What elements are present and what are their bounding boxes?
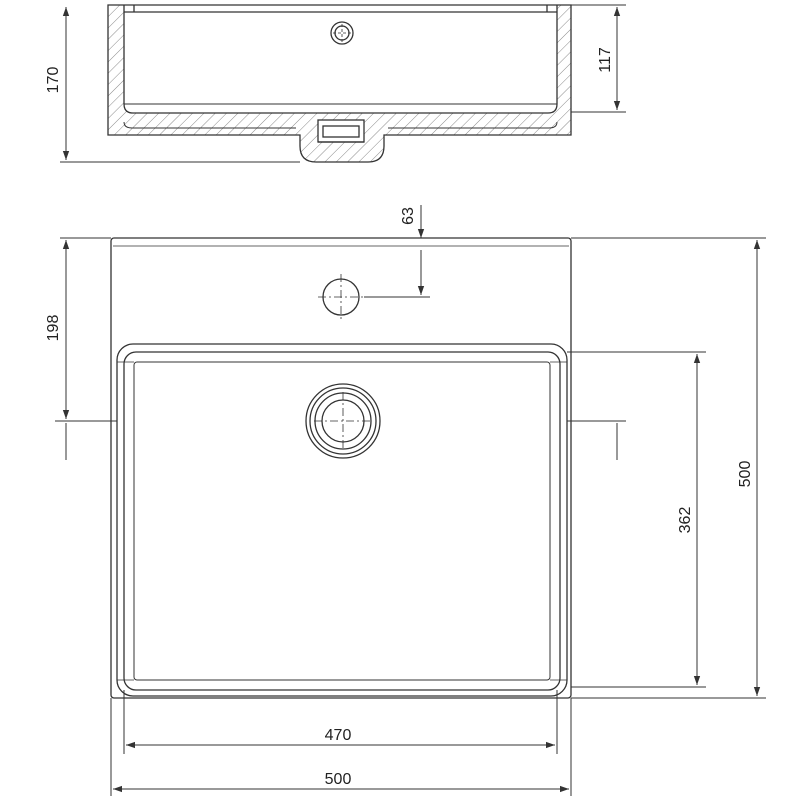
dim-total-depth: 500 — [737, 461, 754, 488]
bowl-outer — [116, 343, 568, 697]
side-section-view — [107, 4, 572, 163]
side-dimension-lines — [60, 4, 626, 163]
bowl-floor — [133, 361, 551, 681]
section-inner-outline — [123, 5, 558, 114]
dim-tap-hole-offset: 63 — [400, 207, 417, 225]
dimension-labels: 170 117 63 198 362 500 470 500 — [45, 47, 754, 788]
section-hatch — [108, 5, 571, 162]
dim-total-width: 500 — [325, 771, 352, 788]
drain-ring-outer — [305, 383, 381, 459]
outer-rim — [110, 237, 572, 699]
bowl-inner — [123, 351, 561, 691]
section-tap-hole — [330, 21, 354, 45]
section-outer-outline — [107, 4, 572, 163]
dim-side-height: 170 — [45, 67, 62, 94]
top-dimension-lines — [55, 205, 766, 796]
top-view — [110, 237, 572, 699]
dim-side-depth: 117 — [597, 47, 614, 73]
dim-bowl-depth: 362 — [677, 507, 694, 534]
dim-drain-offset: 198 — [45, 315, 62, 342]
dim-bowl-width: 470 — [325, 727, 352, 744]
